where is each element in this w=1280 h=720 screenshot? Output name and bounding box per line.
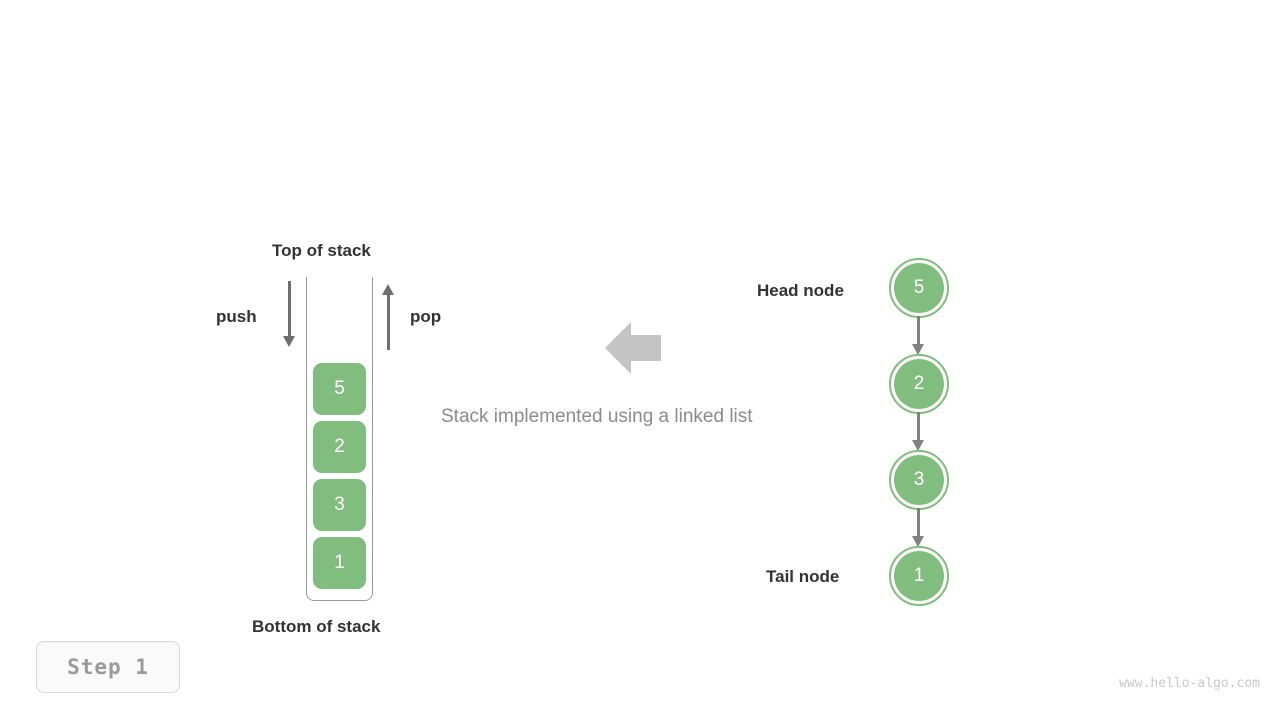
watermark: www.hello-algo.com: [1119, 676, 1260, 691]
link-arrow-shaft: [917, 412, 920, 442]
step-badge: Step 1: [36, 641, 180, 693]
stack-cell: 3: [313, 479, 366, 531]
tail-node-label: Tail node: [766, 567, 840, 586]
linked-list-node: 2: [889, 354, 949, 414]
link-arrow-shaft: [917, 316, 920, 346]
stack-cell: 1: [313, 537, 366, 589]
push-arrow-head-icon: [283, 336, 295, 347]
linked-list-node-value: 5: [894, 263, 944, 313]
bottom-of-stack-label: Bottom of stack: [252, 617, 381, 636]
stack-cell-list: 5 2 3 1: [313, 363, 366, 589]
stack-cell: 2: [313, 421, 366, 473]
stack-cell: 5: [313, 363, 366, 415]
head-node-label: Head node: [757, 281, 844, 300]
linked-list-node: 3: [889, 450, 949, 510]
push-label: push: [216, 307, 257, 326]
linked-list-node: 1: [889, 546, 949, 606]
left-block-arrow-icon: [605, 322, 661, 374]
link-arrow-shaft: [917, 508, 920, 538]
linked-list-node-value: 1: [894, 551, 944, 601]
push-arrow-shaft: [288, 281, 291, 338]
pop-label: pop: [410, 307, 442, 326]
pop-arrow-head-icon: [382, 284, 394, 295]
link-arrow-head-icon: [912, 440, 924, 451]
stack-container: [306, 277, 373, 601]
linked-list-node-value: 3: [894, 455, 944, 505]
linked-list-node-value: 2: [894, 359, 944, 409]
link-arrow-head-icon: [912, 536, 924, 547]
pop-arrow-shaft: [387, 295, 390, 350]
linked-list-node: 5: [889, 258, 949, 318]
diagram-caption: Stack implemented using a linked list: [441, 406, 753, 427]
top-of-stack-label: Top of stack: [272, 241, 371, 260]
link-arrow-head-icon: [912, 344, 924, 355]
